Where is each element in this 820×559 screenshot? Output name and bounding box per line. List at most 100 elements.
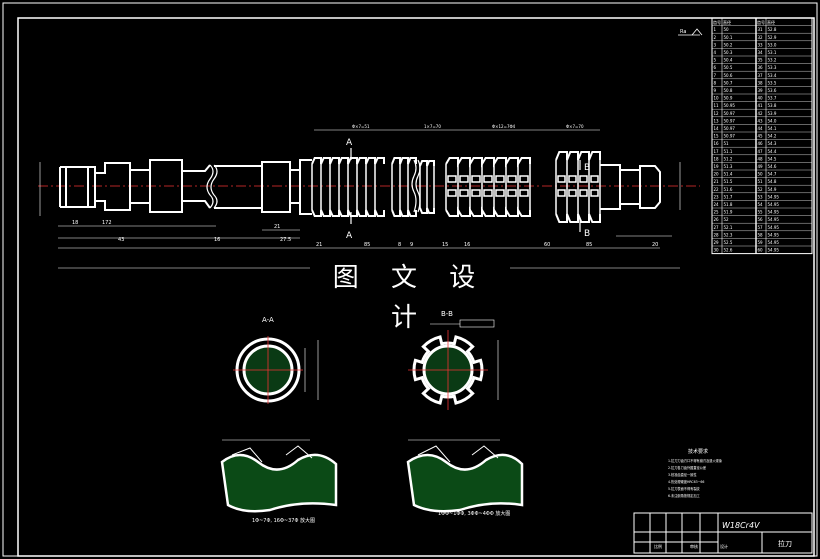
table-cell: 53.7 bbox=[768, 96, 777, 101]
table-cell: 54.0 bbox=[768, 118, 777, 123]
roughness-note: Ra bbox=[678, 28, 703, 36]
table-cell: 51.1 bbox=[724, 149, 733, 154]
table-cell: 51.3 bbox=[724, 164, 733, 169]
table-cell: 60 bbox=[758, 248, 764, 253]
tooth-detail-right bbox=[406, 439, 524, 513]
table-cell: 38 bbox=[758, 80, 764, 85]
table-cell: 54.95 bbox=[768, 232, 780, 237]
title-block bbox=[633, 512, 813, 554]
table-cell: 52.1 bbox=[724, 225, 733, 230]
table-cell: 50.2 bbox=[724, 42, 733, 47]
bottom-mark: 85 bbox=[364, 242, 370, 248]
bottom-mark: 8 bbox=[398, 242, 401, 248]
table-cell: 51.8 bbox=[724, 202, 733, 207]
table-cell: 54.7 bbox=[768, 172, 777, 177]
dim-16: 16 bbox=[214, 237, 220, 243]
section-marks bbox=[350, 148, 581, 232]
table-cell: 30 bbox=[714, 248, 720, 253]
section-view-bb bbox=[408, 319, 499, 410]
table-cell: 50 bbox=[724, 27, 730, 32]
table-cell: 41 bbox=[758, 103, 764, 108]
table-cell: 53.9 bbox=[768, 111, 777, 116]
table-cell: 50.95 bbox=[724, 103, 736, 108]
table-cell: 50.8 bbox=[724, 88, 733, 93]
table-cell: 50.6 bbox=[724, 73, 733, 78]
table-cell: 50.4 bbox=[724, 58, 733, 63]
bottom-mark: 21 bbox=[316, 242, 322, 248]
table-cell: 9 bbox=[714, 88, 717, 93]
table-cell: 32 bbox=[758, 35, 764, 40]
table-header-cell: 直径 bbox=[723, 19, 731, 25]
table-cell: 34 bbox=[758, 50, 764, 55]
table-cell: 44 bbox=[758, 126, 764, 131]
broach-shank bbox=[59, 159, 211, 213]
tech-note-line: 5.拉刀表面不得有裂纹 bbox=[668, 486, 701, 491]
table-cell: 50.5 bbox=[724, 65, 733, 70]
title-block-r1: 设计 bbox=[720, 543, 728, 549]
table-cell: 39 bbox=[758, 88, 764, 93]
table-cell: 52.6 bbox=[724, 248, 733, 253]
dim-21: 21 bbox=[274, 224, 280, 230]
material-label: W18Cr4V bbox=[722, 521, 760, 530]
tech-notes-title: 技术要求 bbox=[688, 448, 708, 455]
tooth-detail-left bbox=[220, 439, 338, 513]
table-cell: 33 bbox=[758, 42, 764, 47]
table-cell: 42 bbox=[758, 111, 764, 116]
dim-27-5: 27.5 bbox=[280, 237, 291, 243]
table-cell: 53.1 bbox=[768, 50, 777, 55]
table-cell: 19 bbox=[714, 164, 720, 169]
table-cell: 12 bbox=[714, 111, 720, 116]
bottom-mark: 9 bbox=[410, 242, 413, 248]
detail-caption-left: 1Φ~7Φ, 16Φ~37Φ 放大图 bbox=[252, 517, 315, 524]
table-header-cell: 齿号 bbox=[713, 19, 721, 25]
drawing-name: 拉刀 bbox=[778, 539, 792, 548]
table-cell: 25 bbox=[714, 210, 720, 215]
table-cell: 53 bbox=[758, 194, 764, 199]
dim-172: 172 bbox=[102, 220, 112, 226]
table-cell: 54.95 bbox=[768, 240, 780, 245]
table-cell: 53.5 bbox=[768, 80, 777, 85]
tech-note-line: 1.拉刀刀齿刃口不得有崩刃及退火现象 bbox=[668, 458, 723, 463]
table-cell: 54.6 bbox=[768, 164, 777, 169]
dim-top-2: 1×7=70 bbox=[424, 124, 441, 129]
detail-caption-right: 1ΦΦ~1ΦΦ, 3ΦΦ~4ΦΦ 放大图 bbox=[438, 510, 510, 517]
dim-20: 20 bbox=[652, 242, 658, 248]
table-cell: 54.4 bbox=[768, 149, 777, 154]
section-label-a-bottom: A bbox=[346, 231, 353, 241]
table-cell: 22 bbox=[714, 187, 720, 192]
inner-frame bbox=[17, 17, 815, 557]
table-cell: 55 bbox=[758, 210, 764, 215]
table-cell: 40 bbox=[758, 96, 764, 101]
table-cell: 54.95 bbox=[768, 202, 780, 207]
section-label-b-top: B bbox=[584, 163, 590, 173]
bb-view-label: B-B bbox=[441, 310, 453, 318]
dim-43: 43 bbox=[118, 237, 124, 243]
dimension-lines bbox=[39, 129, 681, 269]
table-cell: 4 bbox=[714, 50, 717, 55]
title-block-r2: 审核 bbox=[690, 543, 698, 549]
svg-text:Ra: Ra bbox=[680, 29, 686, 35]
table-cell: 54.9 bbox=[768, 187, 777, 192]
table-cell: 50.1 bbox=[724, 35, 733, 40]
table-cell: 54.3 bbox=[768, 141, 777, 146]
table-cell: 54.95 bbox=[768, 210, 780, 215]
table-cell: 50.97 bbox=[724, 111, 736, 116]
title-block-r3: 比例 bbox=[654, 543, 662, 549]
table-header-cell: 齿号 bbox=[757, 19, 765, 25]
table-cell: 52.8 bbox=[768, 27, 777, 32]
table-cell: 51.5 bbox=[724, 179, 733, 184]
table-cell: 53.0 bbox=[768, 42, 777, 47]
table-cell: 56 bbox=[758, 217, 764, 222]
table-cell: 50.97 bbox=[724, 118, 736, 123]
table-cell: 27 bbox=[714, 225, 720, 230]
table-cell: 51 bbox=[724, 141, 730, 146]
table-cell: 6 bbox=[714, 65, 717, 70]
table-cell: 50.7 bbox=[724, 80, 733, 85]
section-label-a-top: A bbox=[346, 138, 353, 148]
table-cell: 51.9 bbox=[724, 210, 733, 215]
table-cell: 28 bbox=[714, 232, 720, 237]
table-cell: 1 bbox=[714, 27, 717, 32]
bottom-mark: 85 bbox=[586, 242, 592, 248]
